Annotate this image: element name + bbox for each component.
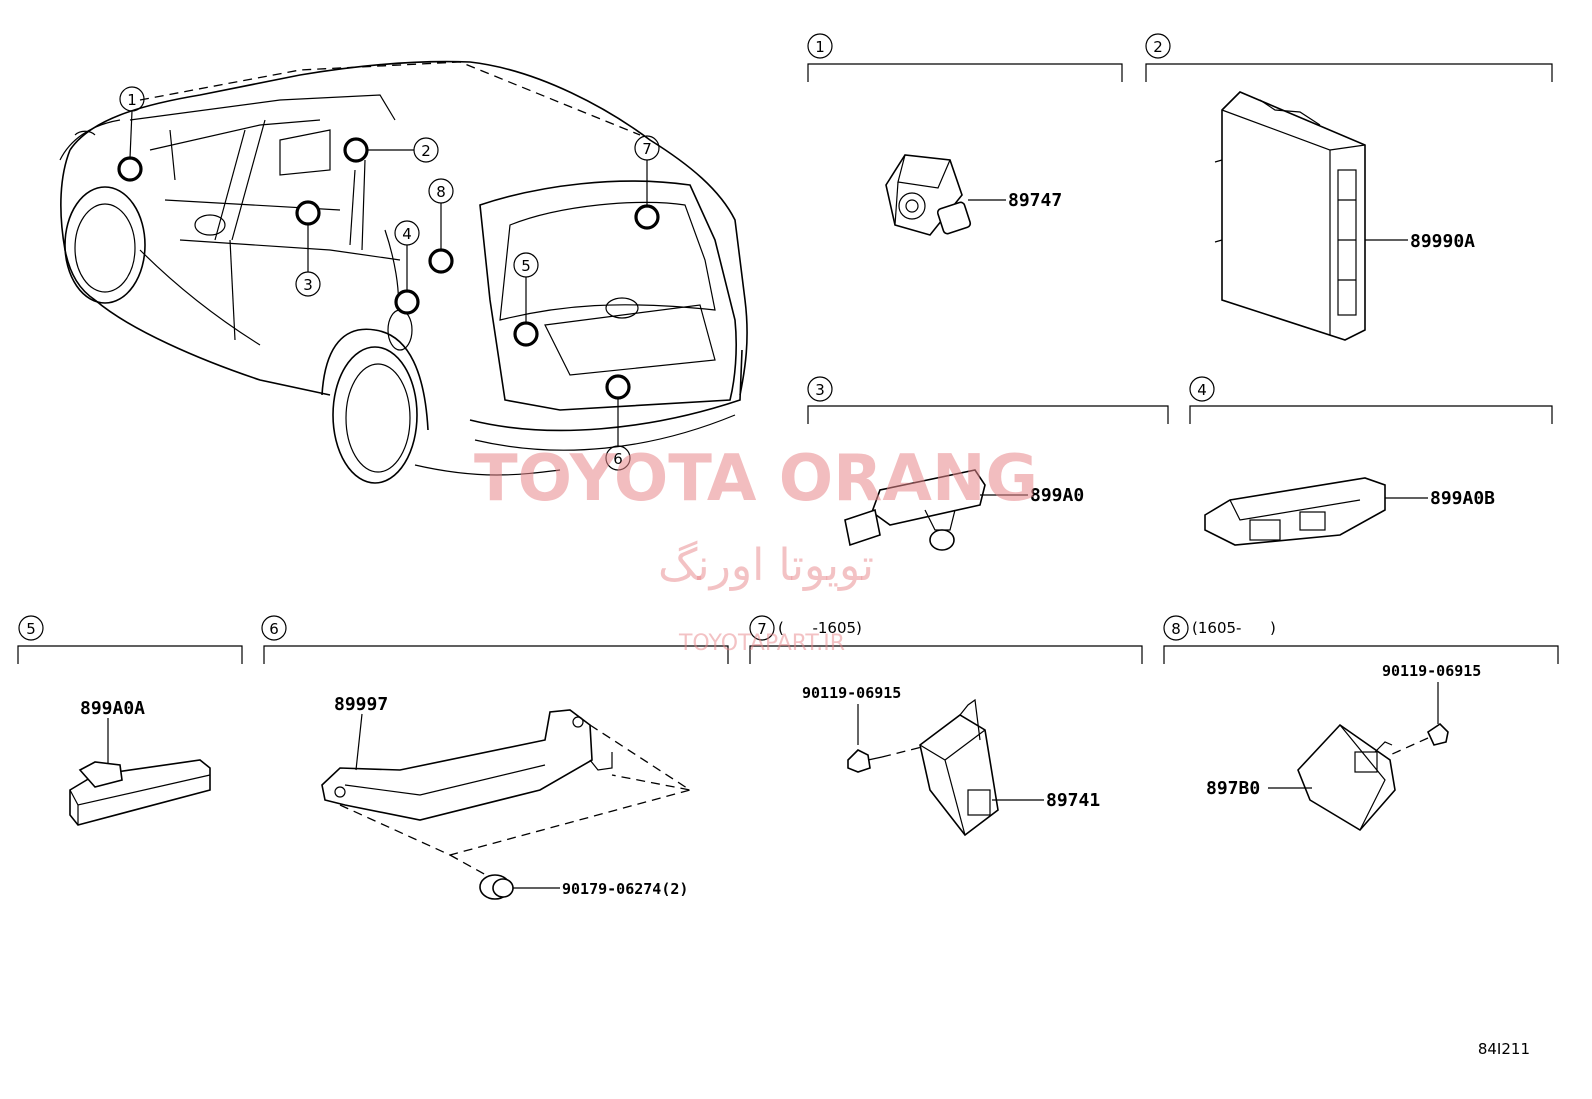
part-897B0: 897B0 (1206, 778, 1260, 799)
diagram-code: 84I211 (1478, 1040, 1530, 1058)
section-brackets (17, 63, 1559, 664)
marker-7 (634, 204, 660, 230)
car-callout-7: 7 (642, 140, 652, 158)
section-7-number: 7 (757, 620, 767, 638)
car-callout-3: 3 (303, 276, 313, 294)
car-callout-leaders (129, 110, 648, 446)
watermark-brand: TOYOTA ORANG (474, 442, 1038, 516)
part-89997: 89997 (334, 694, 388, 715)
section-6-number: 6 (269, 620, 279, 638)
watermark: TOYOTA ORANG تویوتا اورنگ TOYOTAPART.IR (474, 442, 1038, 656)
section-6-part-89997: 89997 90179-06274(2) (321, 694, 691, 900)
section-5-part-899A0A: 899A0A (69, 698, 211, 826)
part-89990A: 89990A (1410, 231, 1475, 252)
car-callout-2: 2 (421, 142, 431, 160)
part-90119-06915-a: 90119-06915 (802, 684, 901, 702)
car-callout-5: 5 (521, 257, 531, 275)
marker-3 (295, 200, 321, 226)
section-1-part-89747: 89747 (885, 154, 1062, 236)
car-callout-4: 4 (402, 225, 412, 243)
marker-5 (513, 321, 539, 347)
car-callout-8: 8 (436, 183, 446, 201)
part-90179-06274: 90179-06274(2) (562, 880, 688, 898)
section-numbers: 1 2 3 4 5 6 7 ( -1605) 8 (1605- ) (18, 33, 1276, 641)
car-callouts: 1 2 3 4 5 6 7 8 (119, 86, 660, 471)
car-callout-1: 1 (127, 91, 137, 109)
part-90119-06915-b: 90119-06915 (1382, 662, 1481, 680)
car-callout-6: 6 (613, 450, 623, 468)
marker-1 (117, 156, 143, 182)
part-899A0: 899A0 (1030, 485, 1084, 506)
watermark-url: TOYOTAPART.IR (678, 631, 845, 656)
marker-8 (428, 248, 454, 274)
section-5-number: 5 (26, 620, 36, 638)
marker-4 (394, 289, 420, 315)
watermark-persian: تویوتا اورنگ (658, 540, 874, 591)
section-8-note: (1605- ) (1192, 619, 1276, 637)
section-8-part-897B0: 90119-06915 897B0 (1206, 662, 1481, 832)
section-3-number: 3 (815, 381, 825, 399)
section-2-part-89990A: 89990A (1214, 91, 1475, 341)
section-7-part-89741: 90119-06915 89741 (802, 684, 1100, 837)
section-4-number: 4 (1197, 381, 1207, 399)
part-89741: 89741 (1046, 790, 1100, 811)
part-899A0A: 899A0A (80, 698, 145, 719)
section-7-note: ( -1605) (778, 619, 862, 637)
car-markers (117, 137, 660, 400)
marker-6 (605, 374, 631, 400)
section-8-number: 8 (1171, 620, 1181, 638)
section-4-part-899A0B: 899A0B (1204, 477, 1495, 546)
section-2-number: 2 (1153, 38, 1163, 56)
part-89747: 89747 (1008, 190, 1062, 211)
car-overview (59, 60, 748, 484)
marker-2 (343, 137, 369, 163)
part-899A0B: 899A0B (1430, 488, 1495, 509)
section-3-part-899A0: 899A0 (844, 469, 1084, 551)
section-1-number: 1 (815, 38, 825, 56)
